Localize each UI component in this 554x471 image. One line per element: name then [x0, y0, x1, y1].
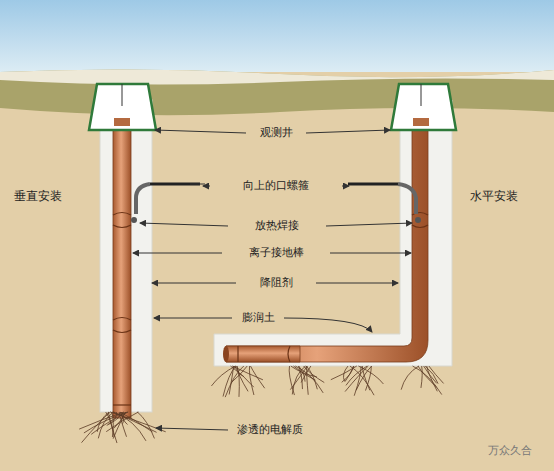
root-stroke: [358, 366, 383, 384]
part-label: 放热焊接: [255, 219, 299, 232]
root-stroke: [290, 366, 307, 390]
root-stroke: [79, 412, 124, 429]
root-stroke: [401, 366, 419, 390]
root-stroke: [120, 412, 153, 432]
root-stroke: [307, 366, 309, 395]
root-stroke: [232, 366, 263, 380]
part-label: 离子接地棒: [249, 246, 304, 259]
root-stroke: [98, 412, 113, 438]
section-label: 垂直安装: [14, 189, 62, 203]
root-stroke: [418, 366, 437, 387]
root-stroke: [421, 366, 422, 388]
watermark: 万众久合: [488, 444, 532, 457]
part-label: 膨润土: [242, 311, 275, 324]
root-stroke: [106, 412, 114, 437]
well-label: 观测井: [260, 126, 293, 139]
root-stroke: [211, 366, 235, 386]
root-stroke: [230, 366, 253, 387]
root-stroke: [345, 366, 368, 392]
root-stroke: [424, 366, 437, 383]
root-stroke: [112, 412, 114, 437]
root-stroke: [350, 366, 374, 395]
root-stroke: [82, 412, 111, 443]
root-stroke: [292, 366, 305, 394]
part-label: 渗透的电解质: [237, 423, 303, 436]
root-stroke: [223, 366, 236, 397]
root-stroke: [345, 366, 354, 382]
root-stroke: [137, 412, 154, 438]
root-stroke: [429, 366, 444, 383]
part-label: 降阻剂: [260, 276, 293, 289]
root-stroke: [354, 366, 361, 396]
part-label: 向上的口螺箍: [243, 179, 309, 192]
root-stroke: [106, 412, 138, 432]
root-stroke: [229, 366, 233, 394]
root-stroke: [413, 366, 442, 395]
root-stroke: [114, 412, 146, 441]
root-stroke: [231, 366, 247, 383]
root-stroke: [295, 366, 323, 393]
section-label: 水平安装: [470, 189, 518, 203]
root-stroke: [289, 366, 294, 395]
